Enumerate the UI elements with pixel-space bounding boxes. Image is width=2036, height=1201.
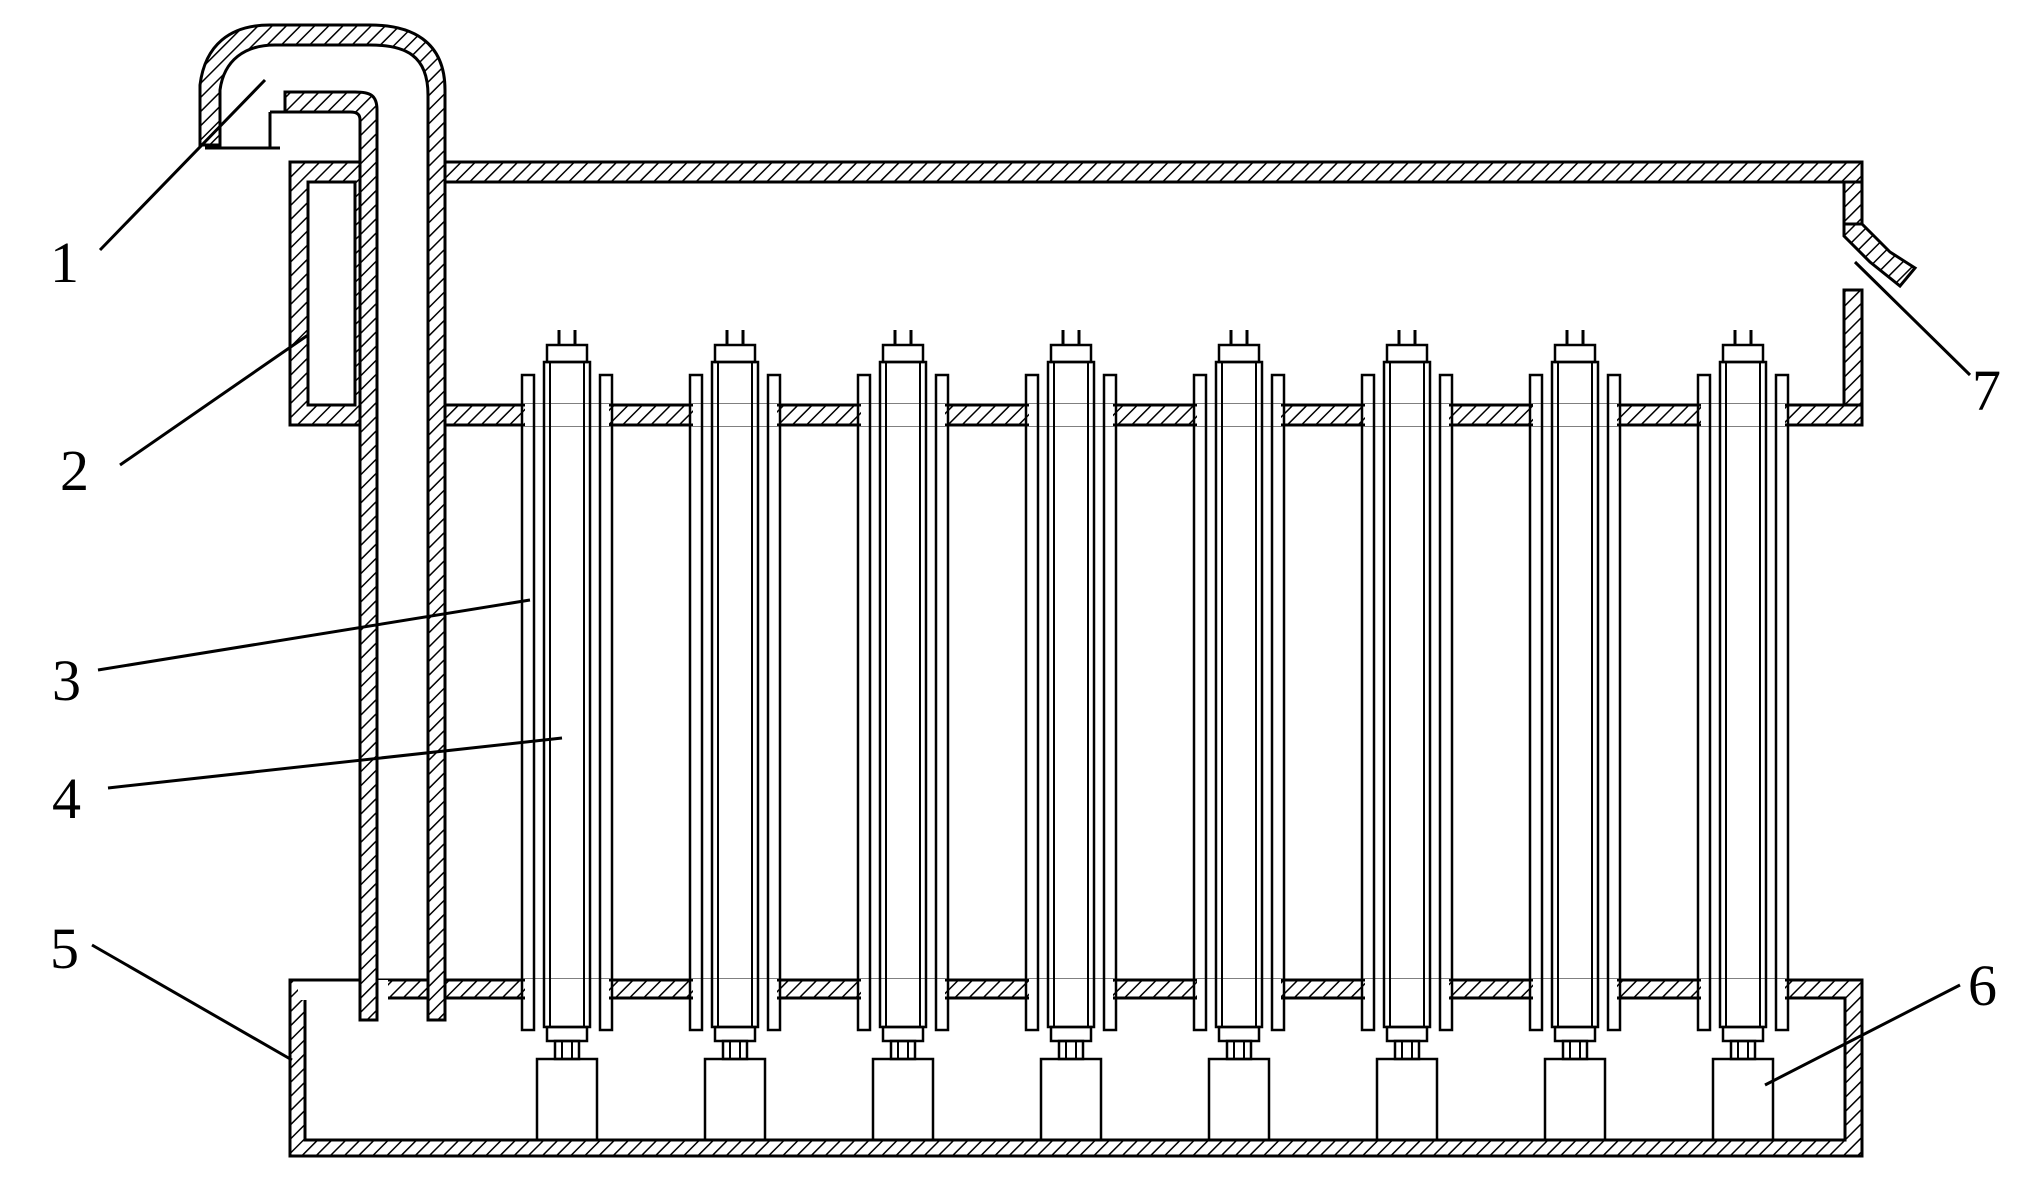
- outlet-pipe: [1842, 222, 1918, 289]
- label-5: 5: [50, 916, 79, 981]
- tube-assembly-2: [688, 330, 782, 1142]
- tube-assembly-8: [1696, 330, 1790, 1142]
- label-1: 1: [50, 230, 79, 295]
- outer-sleeve: [1360, 373, 1376, 1032]
- leader-lines: [91, 78, 1972, 1087]
- leader-5: [91, 943, 293, 1062]
- base-block: [871, 1057, 935, 1142]
- label-3: 3: [52, 648, 81, 713]
- label-7: 7: [1972, 358, 2001, 423]
- tube-assembly-3: [856, 330, 950, 1142]
- label-2: 2: [60, 438, 89, 503]
- outer-sleeve: [1024, 373, 1040, 1032]
- base-block: [1543, 1057, 1607, 1142]
- leader-1: [98, 78, 267, 252]
- tube-array: [520, 330, 1790, 1142]
- bottom-tank: [288, 978, 1864, 1158]
- tube-assembly-7: [1528, 330, 1622, 1142]
- base-block: [1207, 1057, 1271, 1142]
- leader-2: [119, 333, 309, 467]
- leader-4: [107, 736, 563, 790]
- leader-7: [1853, 260, 1972, 377]
- label-6: 6: [1968, 953, 1997, 1018]
- outer-sleeve: [1696, 373, 1712, 1032]
- base-block: [1039, 1057, 1103, 1142]
- outer-sleeve: [688, 373, 704, 1032]
- outer-sleeve: [1528, 373, 1544, 1032]
- top-chamber: [288, 160, 1864, 407]
- outer-sleeve: [856, 373, 872, 1032]
- tube-assembly-5: [1192, 330, 1286, 1142]
- label-4: 4: [52, 766, 81, 831]
- tube-assembly-6: [1360, 330, 1454, 1142]
- base-block: [703, 1057, 767, 1142]
- base-block: [535, 1057, 599, 1142]
- leader-6: [1764, 983, 1961, 1087]
- tube-assembly-1: [520, 330, 614, 1142]
- leader-3: [97, 598, 531, 672]
- left-compartment: [288, 160, 372, 427]
- base-block: [1375, 1057, 1439, 1142]
- outer-sleeve: [1192, 373, 1208, 1032]
- tube-assembly-4: [1024, 330, 1118, 1142]
- base-block: [1711, 1057, 1775, 1142]
- return-pipe: [198, 23, 447, 1022]
- outer-sleeve: [520, 373, 536, 1032]
